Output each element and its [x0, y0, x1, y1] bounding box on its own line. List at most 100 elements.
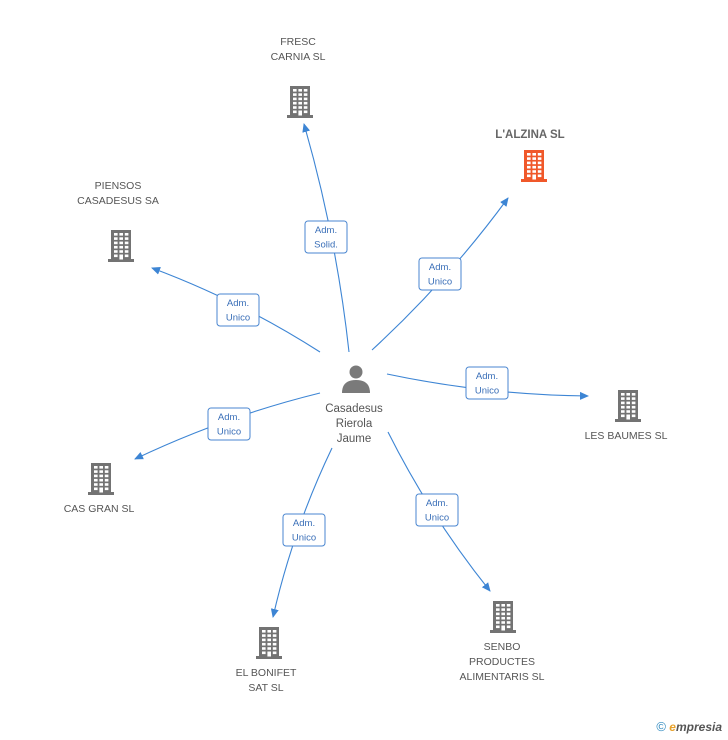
building-window [506, 616, 511, 620]
building-window [114, 245, 118, 249]
building-window [272, 651, 277, 655]
person-icon[interactable] [342, 365, 370, 394]
building-window [626, 397, 630, 400]
relation-box [282, 513, 326, 547]
building-window [99, 483, 103, 486]
building-window [124, 250, 129, 253]
building-window [262, 651, 266, 655]
relation-text: Adm. [315, 225, 337, 236]
building-window [94, 483, 98, 486]
company-label-senbo[interactable]: SENBO [484, 641, 521, 653]
relation-badge-piensos[interactable]: Adm.Unico [216, 293, 260, 327]
building-window [631, 397, 636, 400]
company-label-senbo[interactable]: PRODUCTES [469, 656, 535, 668]
relation-badge-lesbaumes[interactable]: Adm. Unico [465, 366, 509, 400]
building-door [99, 487, 103, 493]
building-base [88, 492, 114, 495]
building-window [537, 170, 542, 173]
building-window [298, 89, 302, 92]
building-window [119, 241, 123, 245]
building-window [626, 405, 630, 409]
relation-badge-fresc[interactable]: Adm.Solid. [304, 220, 348, 254]
building-window [267, 642, 271, 646]
building-window [496, 621, 500, 624]
company-label-senbo[interactable]: ALIMENTARIS SL [460, 671, 545, 683]
relation-text: Unico [425, 513, 449, 524]
building-window [506, 625, 511, 629]
building-window [506, 612, 511, 616]
person-name-label[interactable]: Jaume [337, 433, 372, 445]
building-window [94, 470, 98, 473]
company-label-fresc[interactable]: FRESC [280, 36, 316, 48]
building-window [272, 647, 277, 650]
relation-badge-lalzina[interactable]: Adm.Unico [418, 257, 462, 291]
building-window [527, 165, 531, 169]
company-label-elbonifet[interactable]: EL BONIFET [236, 667, 297, 679]
relation-text: Adm. [426, 498, 448, 509]
building-window [119, 233, 123, 236]
relation-text: Adm. [476, 371, 498, 382]
building-window [99, 470, 103, 473]
building-window [626, 410, 630, 413]
building-window [537, 153, 542, 156]
building-window [496, 612, 500, 616]
building-window [124, 245, 129, 249]
building-door [119, 254, 123, 260]
building-window [501, 612, 505, 616]
relation-text: Unico [475, 386, 499, 397]
building-window [298, 97, 302, 101]
building-window [99, 474, 103, 478]
building-window [124, 233, 129, 236]
person-name-label[interactable]: Casadesus [325, 403, 383, 415]
company-label-casgran[interactable]: CAS GRAN SL [64, 503, 135, 515]
building-window [303, 106, 308, 109]
building-icon-senbo[interactable] [490, 601, 516, 633]
building-icon-elbonifet[interactable] [256, 627, 282, 659]
relation-box [216, 293, 260, 327]
company-label-lesbaumes[interactable]: LES BAUMES SL [585, 430, 668, 442]
building-door [298, 110, 302, 116]
relation-text: Unico [217, 427, 241, 438]
building-base [521, 179, 547, 182]
relation-badge-casgran[interactable]: Adm.Unico [207, 407, 251, 441]
company-label-piensos[interactable]: PIENSOS [95, 180, 142, 192]
company-label-fresc[interactable]: CARNIA SL [271, 51, 326, 63]
building-window [303, 93, 308, 96]
building-window [267, 630, 271, 633]
building-window [303, 89, 308, 92]
building-icon-piensos[interactable] [108, 230, 134, 262]
copyright-symbol: © [656, 719, 666, 734]
relation-badge-senbo[interactable]: Adm. Unico [415, 493, 459, 527]
company-label-elbonifet[interactable]: SAT SL [248, 682, 283, 694]
building-window [293, 101, 297, 105]
building-window [104, 478, 109, 482]
building-window [527, 170, 531, 173]
building-window [506, 608, 511, 611]
company-label-lalzina[interactable]: L'ALZINA SL [495, 129, 564, 141]
relation-box [418, 257, 462, 291]
building-icon-fresc[interactable] [287, 86, 313, 118]
building-window [99, 478, 103, 482]
person-name-label[interactable]: Rierola [336, 418, 373, 430]
building-window [124, 241, 129, 245]
relation-box [465, 366, 509, 400]
building-window [532, 170, 536, 173]
building-icon-lalzina[interactable] [521, 150, 547, 182]
building-window [496, 625, 500, 629]
company-label-piensos[interactable]: CASADESUS SA [77, 195, 159, 207]
person-body [342, 380, 370, 393]
building-base [287, 115, 313, 118]
building-window [621, 393, 625, 396]
building-window [94, 478, 98, 482]
building-window [262, 630, 266, 633]
building-window [114, 241, 118, 245]
building-base [256, 656, 282, 659]
building-window [272, 642, 277, 646]
relation-box [207, 407, 251, 441]
building-window [124, 254, 129, 258]
building-icon-casgran[interactable] [88, 463, 114, 495]
building-window [114, 237, 118, 240]
building-window [94, 474, 98, 478]
relation-badge-elbonifet[interactable]: Adm.Unico [282, 513, 326, 547]
building-icon-lesbaumes[interactable] [615, 390, 641, 422]
